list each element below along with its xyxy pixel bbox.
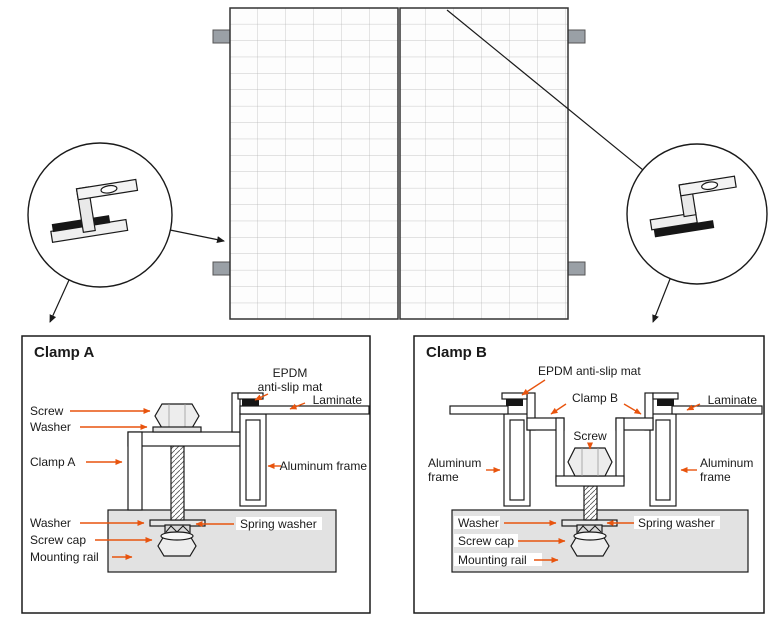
leader-laminate xyxy=(686,403,701,411)
leader-clamp-b-right xyxy=(623,403,642,415)
mid-clamp-bolt-hole xyxy=(701,181,719,191)
callout-arrow-end-clamp-to-panel xyxy=(169,229,225,244)
label-halo xyxy=(454,553,542,566)
clamp-b-leaders xyxy=(486,379,701,563)
screw-cap-top xyxy=(573,531,607,541)
bolt-head xyxy=(567,447,613,477)
bolt-head xyxy=(154,403,200,429)
leader-clamp-b-left xyxy=(550,403,567,415)
leader-epdm xyxy=(521,379,546,396)
clamp-a-labels: Screw Washer Clamp A EPDM anti-slip mat … xyxy=(30,366,367,564)
mid-clamp-arm xyxy=(649,212,698,231)
label-clamp-b: Clamp B xyxy=(572,391,618,405)
washer-top xyxy=(152,426,202,433)
label-screw: Screw xyxy=(573,429,607,443)
leader-laminate xyxy=(289,402,306,410)
clamp-b-labels: EPDM anti-slip mat Clamp B Laminate Scre… xyxy=(428,364,757,567)
clamp-b-wall-right xyxy=(615,417,625,483)
label-aluminum-frame-left-line1: Aluminum xyxy=(428,456,481,470)
label-epdm: EPDM anti-slip mat xyxy=(538,364,641,378)
end-clamp-bolt-hole xyxy=(100,184,118,194)
aluminum-frame-inner xyxy=(245,419,261,501)
mounting-tab-left-top xyxy=(212,29,231,44)
callout-arrow-to-clamp-a-box xyxy=(49,279,70,323)
label-halo xyxy=(454,516,500,529)
label-washer: Washer xyxy=(458,516,499,530)
clamp-b-channel-floor xyxy=(555,475,625,487)
mounting-tab-right-bottom xyxy=(567,261,586,276)
label-spring-washer: Spring washer xyxy=(240,517,317,531)
leader-epdm xyxy=(254,393,269,401)
mid-clamp-icon xyxy=(649,175,737,238)
label-halo xyxy=(634,516,720,529)
clamp-a-drawing xyxy=(107,392,370,573)
clamp-a-leg xyxy=(127,431,143,511)
laminate-bar xyxy=(239,405,370,415)
solar-panel-array xyxy=(212,7,586,320)
label-aluminum-frame-right-line2: frame xyxy=(700,470,731,484)
clamp-b-wall-left xyxy=(555,417,565,483)
label-epdm-line2: anti-slip mat xyxy=(258,380,323,394)
threaded-rod xyxy=(583,485,598,521)
threaded-rod xyxy=(170,445,185,521)
clamp-a-arm xyxy=(127,431,241,447)
callout-line-panel-to-mid-clamp xyxy=(446,9,644,171)
epdm-pad-left xyxy=(506,399,523,406)
label-halo xyxy=(236,517,322,530)
label-mounting-rail: Mounting rail xyxy=(458,553,527,567)
label-aluminum-frame-left-line2: frame xyxy=(428,470,459,484)
mid-clamp-callout-circle xyxy=(626,143,768,285)
aluminum-frame-right-inner xyxy=(655,419,671,501)
label-screw-cap: Screw cap xyxy=(30,533,86,547)
label-washer-bottom: Washer xyxy=(30,516,71,530)
aluminum-frame-left-inner xyxy=(509,419,525,501)
label-clamp-a: Clamp A xyxy=(30,455,75,469)
callout-arrow-to-clamp-b-box xyxy=(652,278,671,323)
screw-cap-top xyxy=(160,531,194,541)
label-screw-cap: Screw cap xyxy=(458,534,514,548)
label-washer-top: Washer xyxy=(30,420,71,434)
end-clamp-callout-circle xyxy=(27,142,173,288)
clamp-a-leaders xyxy=(70,393,306,560)
mounting-tab-right-top xyxy=(567,29,586,44)
clamp-a-panel: Clamp A xyxy=(21,335,371,614)
epdm-pad xyxy=(242,399,259,406)
clamp-b-drawing xyxy=(449,392,763,573)
clamp-b-panel: Clamp B xyxy=(413,335,765,614)
label-aluminum-frame: Aluminum frame xyxy=(280,459,368,473)
laminate-bar-left xyxy=(449,405,509,415)
laminate-bar-right xyxy=(671,405,763,415)
label-screw: Screw xyxy=(30,404,64,418)
end-clamp-icon xyxy=(50,178,139,243)
label-halo xyxy=(454,534,518,547)
mid-clamp-callout xyxy=(626,143,768,285)
callout-lines xyxy=(49,9,671,323)
solar-panel-right xyxy=(399,7,569,320)
clamp-b-lip-right xyxy=(652,392,679,400)
label-spring-washer: Spring washer xyxy=(638,516,715,530)
solar-panel-left xyxy=(229,7,399,320)
clamp-b-title: Clamp B xyxy=(426,344,487,361)
epdm-pad-right xyxy=(657,399,674,406)
label-aluminum-frame-right-line1: Aluminum xyxy=(700,456,753,470)
clamp-a-title: Clamp A xyxy=(34,344,94,361)
label-laminate: Laminate xyxy=(708,393,758,407)
mounting-tab-left-bottom xyxy=(212,261,231,276)
label-epdm-line1: EPDM xyxy=(273,366,308,380)
mid-clamp-epdm-pad xyxy=(653,220,715,238)
label-laminate: Laminate xyxy=(313,393,363,407)
end-clamp-epdm-pad xyxy=(51,215,111,233)
end-clamp-callout xyxy=(27,142,173,288)
label-mounting-rail: Mounting rail xyxy=(30,550,99,564)
